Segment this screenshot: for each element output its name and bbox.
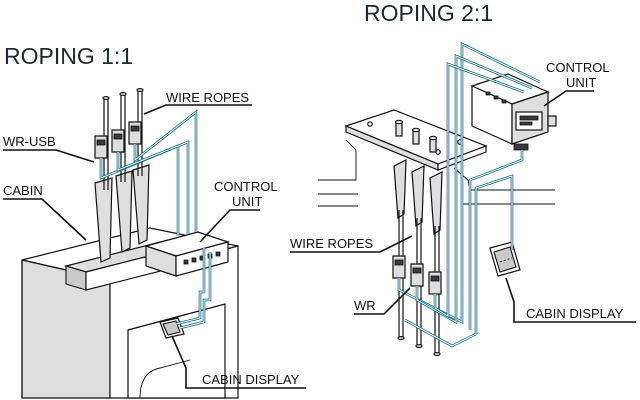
label-control-unit-1-1-line1: CONTROL [214,179,278,194]
roping-2-1-title: ROPING 2:1 [364,0,493,26]
label-wire-ropes-2-1: WIRE ROPES [290,236,373,251]
wr-usb-sensors [94,121,142,159]
label-cabin: CABIN [3,183,43,198]
cabin-body [21,227,239,399]
control-unit-1-1 [143,231,231,277]
roping-1-1-title: ROPING 1:1 [4,43,133,69]
cables-2-1 [397,41,541,348]
label-control-unit-2-1-line2: UNIT [566,75,596,90]
roping-1-1-illustration: ROPING 1:1 [3,43,306,399]
label-control-unit-1-1-line2: UNIT [232,194,262,209]
cables-1-1 [99,109,212,330]
rope-hitches [94,164,150,263]
cabin-display-2-1 [489,241,521,277]
control-unit-2-1 [470,73,557,151]
labels-2-1: CONTROL UNIT WIRE ROPES WR CABIN DISPLAY [290,60,636,323]
hitch-bolts [394,119,438,153]
label-wire-ropes-1-1: WIRE ROPES [166,90,249,105]
label-wr: WR [354,298,376,313]
label-wr-usb: WR-USB [3,134,56,149]
label-control-unit-2-1-line1: CONTROL [546,60,610,75]
roping-2-1-illustration: ROPING 2:1 [290,0,636,357]
label-cabin-display-1-1: CABIN DISPLAY [202,372,300,387]
rope-hitches-2-1 [393,159,443,236]
label-cabin-display-2-1: CABIN DISPLAY [526,306,624,321]
labels-1-1: WIRE ROPES WR-USB CABIN CONTROL UNIT CAB… [3,90,306,389]
